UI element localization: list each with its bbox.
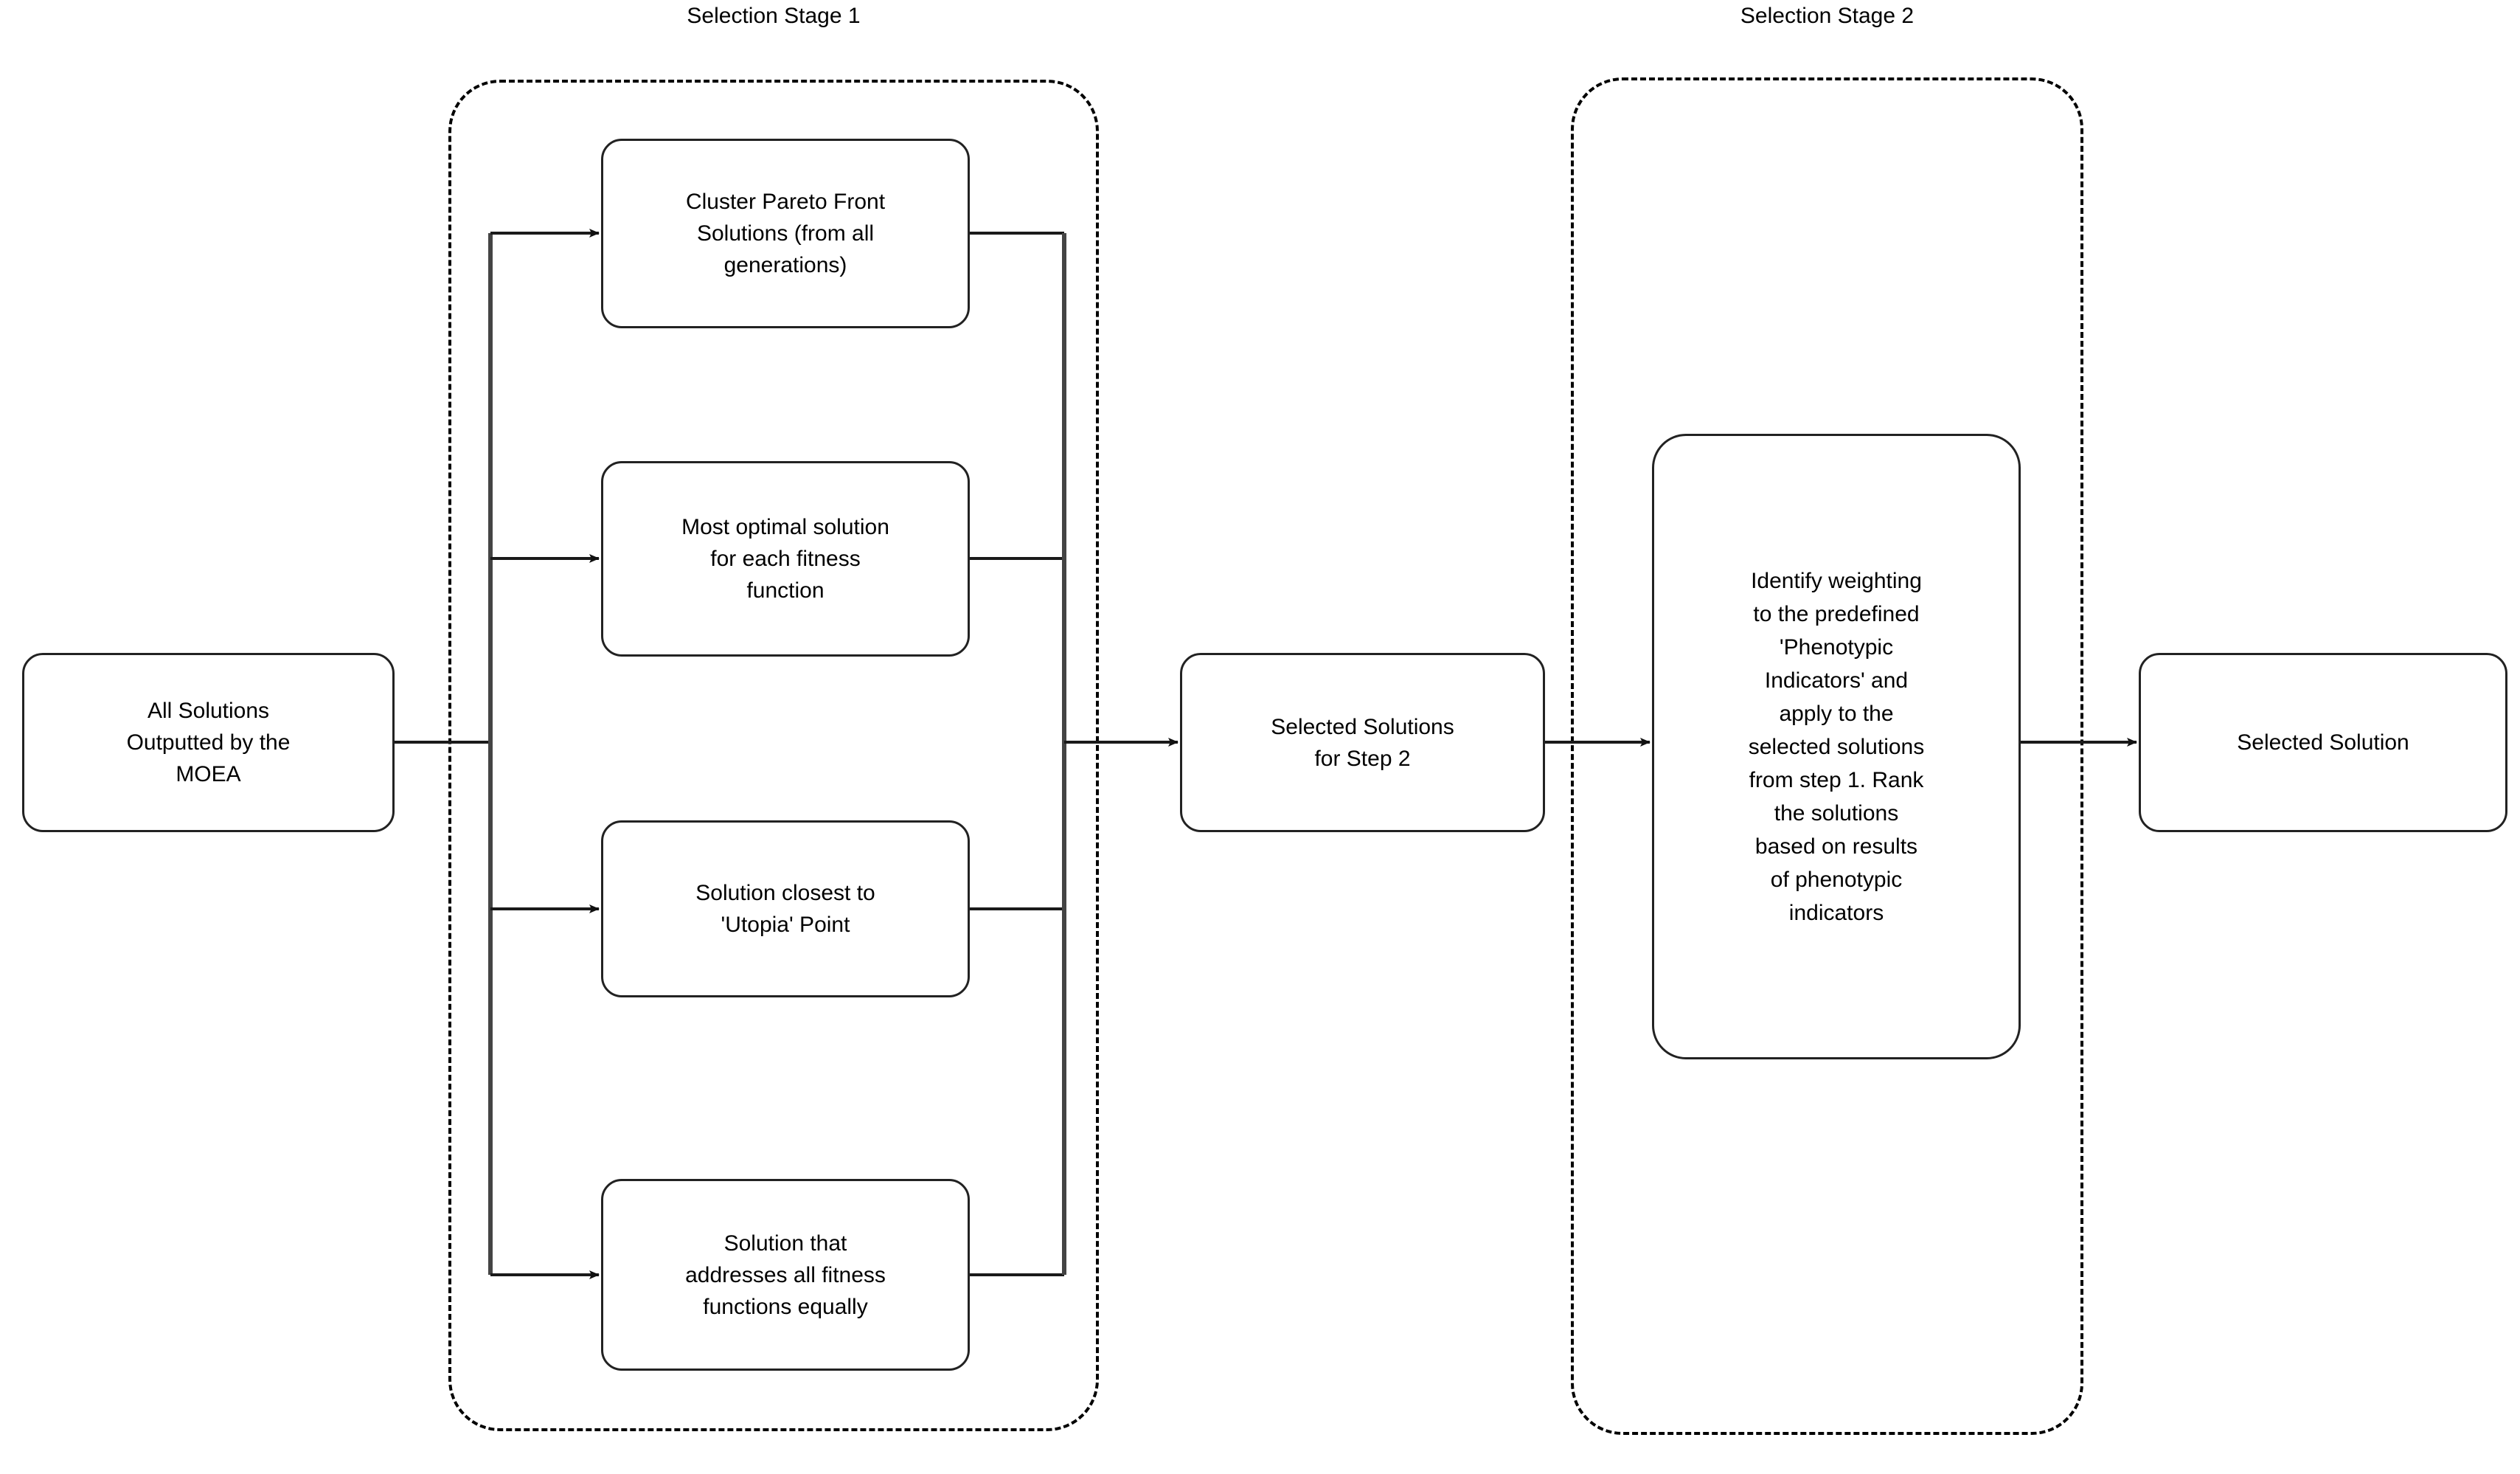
node-label: All Solutions Outputted by the MOEA — [126, 699, 291, 786]
node-selected-solution[interactable]: Selected Solution — [2139, 653, 2507, 832]
node-solution-addresses-all-fitness-functions-equally[interactable]: Solution that addresses all fitness func… — [601, 1179, 970, 1371]
selection-stage-1-title: Selection Stage 1 — [687, 4, 861, 28]
selection-stage-2-group — [1571, 77, 2083, 1435]
node-selected-solutions-for-step-2[interactable]: Selected Solutions for Step 2 — [1180, 653, 1545, 832]
node-most-optimal-solution-each-fitness-function[interactable]: Most optimal solution for each fitness f… — [601, 461, 970, 657]
node-label: Most optimal solution for each fitness f… — [681, 515, 889, 603]
node-identify-weighting-phenotypic-indicators[interactable]: Identify weighting to the predefined 'Ph… — [1652, 434, 2021, 1059]
node-label: Selected Solutions for Step 2 — [1271, 714, 1454, 771]
node-cluster-pareto-front-solutions[interactable]: Cluster Pareto Front Solutions (from all… — [601, 139, 970, 328]
node-label: Identify weighting to the predefined 'Ph… — [1748, 568, 1925, 925]
node-all-solutions-output-moea[interactable]: All Solutions Outputted by the MOEA — [22, 653, 395, 832]
node-label: Solution that addresses all fitness func… — [685, 1231, 886, 1319]
node-solution-closest-utopia-point[interactable]: Solution closest to 'Utopia' Point — [601, 820, 970, 997]
node-label: Solution closest to 'Utopia' Point — [695, 881, 875, 937]
node-label: Cluster Pareto Front Solutions (from all… — [685, 190, 886, 277]
selection-stage-1-group — [448, 80, 1099, 1431]
selection-stage-2-title: Selection Stage 2 — [1740, 4, 1915, 28]
node-label: Selected Solution — [2237, 730, 2409, 755]
